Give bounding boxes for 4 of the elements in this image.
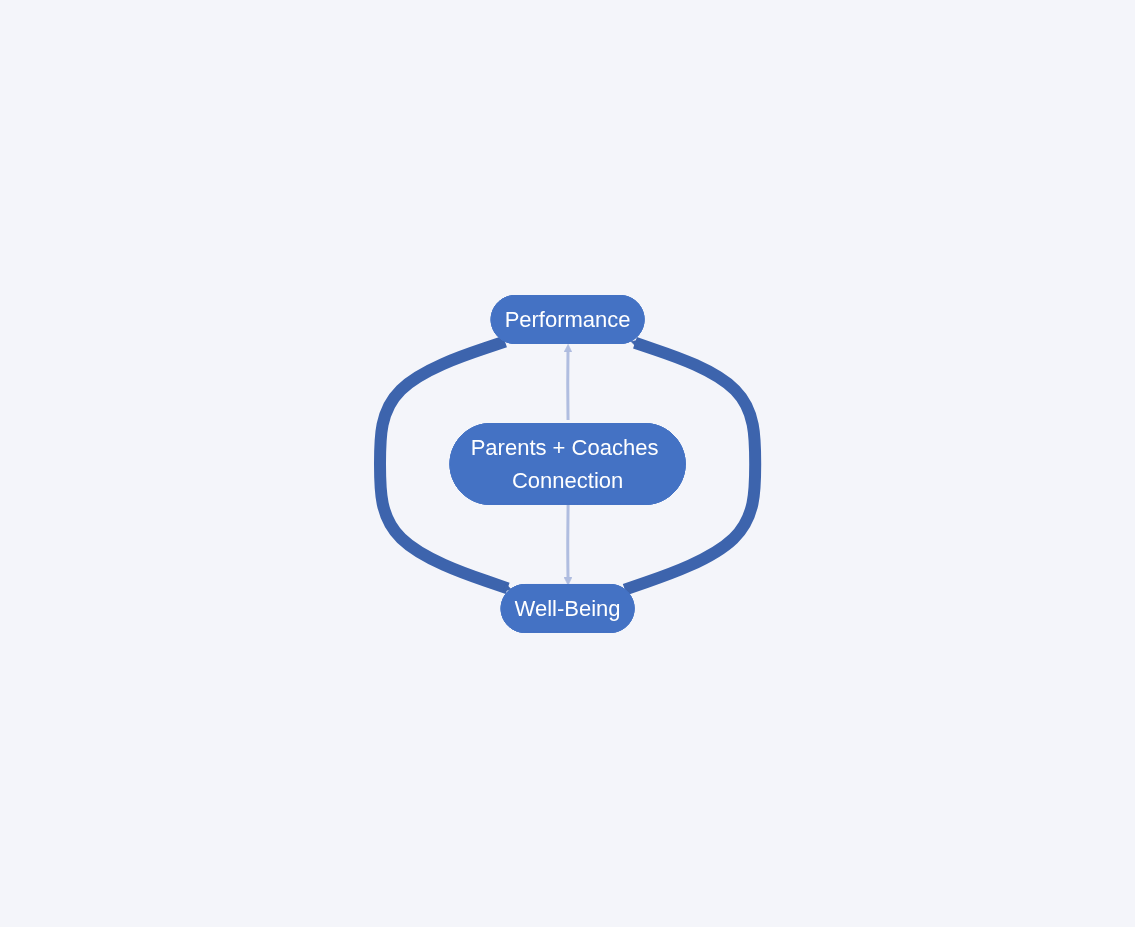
arrow [563,504,573,585]
arrow [373,335,512,594]
arrow [563,343,573,420]
arrow [622,336,762,595]
